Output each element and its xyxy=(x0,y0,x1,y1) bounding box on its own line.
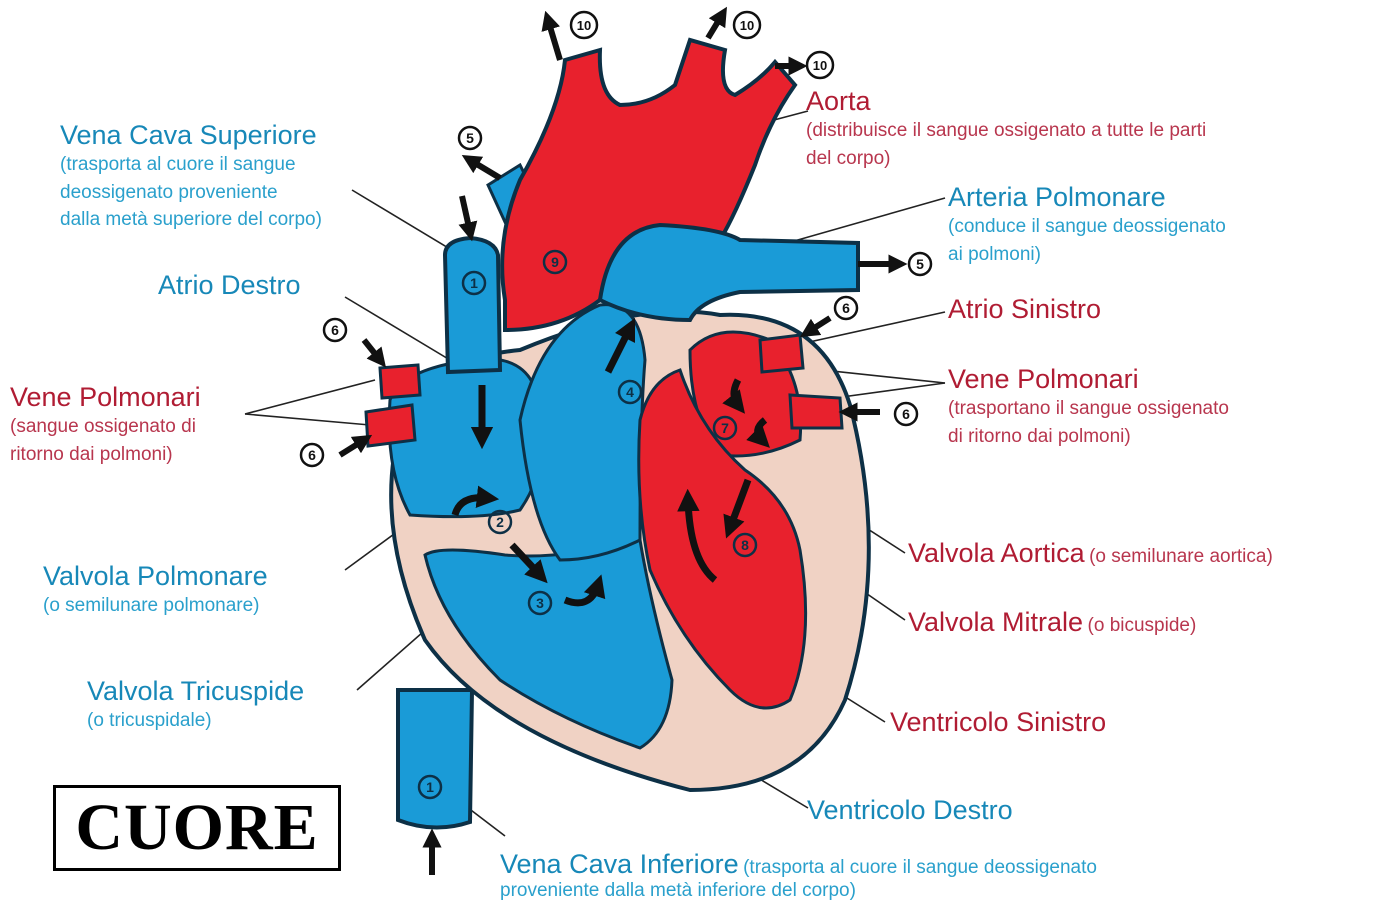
step-badge-number: 10 xyxy=(740,18,754,33)
desc-line: (conduce il sangue deossigenato xyxy=(948,213,1226,241)
step-badge: 5 xyxy=(459,127,481,149)
aorta-label: Aorta (distribuisce il sangue ossigenato… xyxy=(806,86,1206,172)
step-badge-number: 10 xyxy=(813,58,827,73)
desc-line: dalla metà superiore del corpo) xyxy=(60,206,322,234)
label-desc: (o semilunare polmonare) xyxy=(43,592,268,620)
vene-polmonari-left-label: Vene Polmonari (sangue ossigenato di rit… xyxy=(10,382,201,468)
label-title: Vene Polmonari xyxy=(948,364,1229,395)
ventricolo-sinistro-label: Ventricolo Sinistro xyxy=(890,707,1106,738)
desc-line: ai polmoni) xyxy=(948,241,1226,269)
step-badge-number: 7 xyxy=(721,420,729,436)
step-badge: 6 xyxy=(324,319,346,341)
step-badge-number: 3 xyxy=(536,595,544,611)
desc-line: del corpo) xyxy=(806,145,1206,173)
label-title: Valvola Aortica xyxy=(908,538,1085,568)
step-badge: 10 xyxy=(734,12,760,38)
label-desc: (o semilunare aortica) xyxy=(1089,546,1273,567)
superior-vena-cava-shape xyxy=(445,238,500,372)
step-badge: 10 xyxy=(807,52,833,78)
label-title: Vene Polmonari xyxy=(10,382,201,413)
label-title: Vena Cava Inferiore xyxy=(500,849,739,879)
label-desc: (trasporta al cuore il sangue deossigena… xyxy=(743,857,1097,878)
caption-text: CUORE xyxy=(75,790,318,866)
label-title: Vena Cava Superiore xyxy=(60,120,322,151)
label-title: Valvola Polmonare xyxy=(43,561,268,592)
vene-polmonari-right-label: Vene Polmonari (trasportano il sangue os… xyxy=(948,364,1229,450)
pulmonary-vein-left-lower xyxy=(366,405,415,446)
step-badge: 10 xyxy=(571,12,597,38)
valvola-mitrale-label: Valvola Mitrale (o bicuspide) xyxy=(908,607,1196,638)
desc-line: (distribuisce il sangue ossigenato a tut… xyxy=(806,117,1206,145)
arteria-polmonare-label: Arteria Polmonare (conduce il sangue deo… xyxy=(948,182,1226,268)
label-desc: (distribuisce il sangue ossigenato a tut… xyxy=(806,117,1206,172)
valvola-polmonare-label: Valvola Polmonare (o semilunare polmonar… xyxy=(43,561,268,620)
label-title: Valvola Mitrale xyxy=(908,607,1083,637)
label-desc-line2: proveniente dalla metà inferiore del cor… xyxy=(500,880,1097,902)
step-badge-number: 9 xyxy=(551,254,559,270)
step-badge-number: 6 xyxy=(902,406,910,422)
step-badge-number: 6 xyxy=(842,300,850,316)
step-badge-number: 10 xyxy=(577,18,591,33)
step-badge-number: 2 xyxy=(496,514,504,530)
step-badge-number: 5 xyxy=(466,130,474,146)
pulmonary-artery-shape xyxy=(600,225,858,320)
atrio-destro-label: Atrio Destro xyxy=(158,270,301,301)
desc-line: (trasporta al cuore il sangue xyxy=(60,151,322,179)
desc-line: di ritorno dai polmoni) xyxy=(948,423,1229,451)
pulmonary-vein-right-upper xyxy=(760,335,803,372)
label-desc: (trasportano il sangue ossigenato di rit… xyxy=(948,395,1229,450)
label-title: Aorta xyxy=(806,86,1206,117)
label-desc: (o bicuspide) xyxy=(1088,615,1197,636)
step-badge: 5 xyxy=(909,253,931,275)
label-title: Arteria Polmonare xyxy=(948,182,1226,213)
step-badge-number: 4 xyxy=(626,384,634,400)
pulmonary-vein-left-upper xyxy=(380,365,420,398)
label-desc: (o tricuspidale) xyxy=(87,707,304,735)
inferior-vena-cava-shape xyxy=(398,690,472,828)
valvola-aortica-label: Valvola Aortica (o semilunare aortica) xyxy=(908,538,1273,569)
label-desc: (conduce il sangue deossigenato ai polmo… xyxy=(948,213,1226,268)
vena-cava-inferiore-label: Vena Cava Inferiore (trasporta al cuore … xyxy=(500,849,1097,902)
pulmonary-vein-right-lower xyxy=(790,395,842,428)
valvola-tricuspide-label: Valvola Tricuspide (o tricuspidale) xyxy=(87,676,304,735)
label-title: Valvola Tricuspide xyxy=(87,676,304,707)
desc-line: (sangue ossigenato di xyxy=(10,413,201,441)
step-badge-number: 8 xyxy=(741,537,749,553)
desc-line: deossigenato proveniente xyxy=(60,179,322,207)
step-badge: 6 xyxy=(835,297,857,319)
step-badge-number: 1 xyxy=(470,275,478,291)
label-desc: (trasporta al cuore il sangue deossigena… xyxy=(60,151,322,234)
step-badge-number: 5 xyxy=(916,256,924,272)
label-desc: (sangue ossigenato di ritorno dai polmon… xyxy=(10,413,201,468)
step-badge-number: 6 xyxy=(308,447,316,463)
step-badge-number: 1 xyxy=(426,779,434,795)
step-badge: 6 xyxy=(301,444,323,466)
step-badge: 6 xyxy=(895,403,917,425)
vena-cava-superiore-label: Vena Cava Superiore (trasporta al cuore … xyxy=(60,120,322,234)
ventricolo-destro-label: Ventricolo Destro xyxy=(807,795,1013,826)
caption-box: CUORE xyxy=(53,785,341,871)
desc-line: (trasportano il sangue ossigenato xyxy=(948,395,1229,423)
atrio-sinistro-label: Atrio Sinistro xyxy=(948,294,1101,325)
step-badge-number: 6 xyxy=(331,322,339,338)
desc-line: ritorno dai polmoni) xyxy=(10,441,201,469)
